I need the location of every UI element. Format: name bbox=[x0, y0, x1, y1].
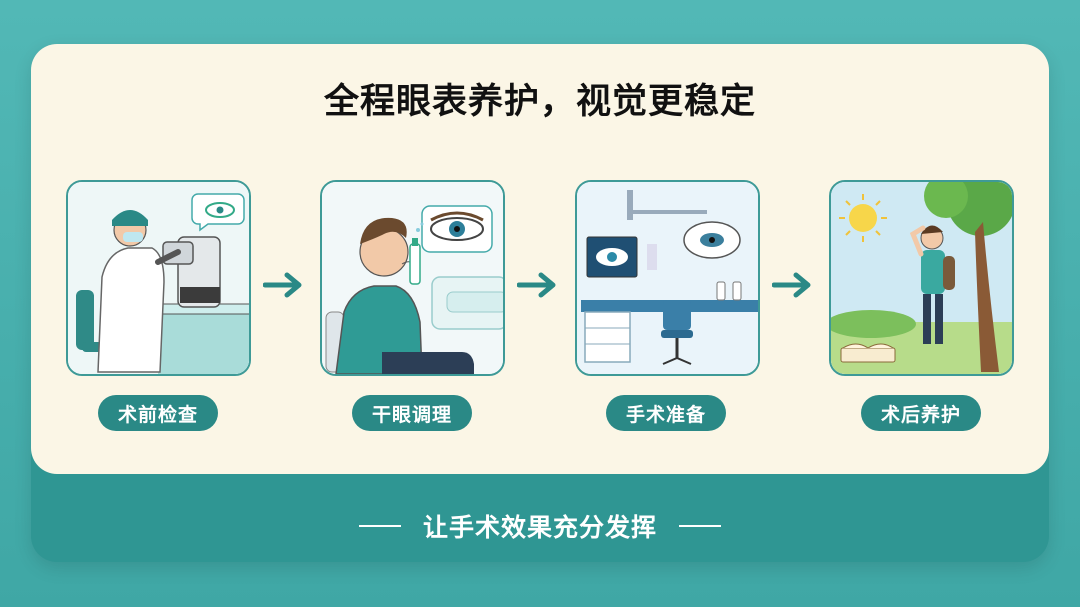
eye-drops-icon bbox=[322, 182, 503, 374]
step-1-illustration bbox=[66, 180, 251, 376]
footer-text: 让手术效果充分发挥 bbox=[422, 513, 657, 542]
arrow-right-icon-3 bbox=[772, 272, 811, 298]
footer-dash-left bbox=[358, 525, 401, 527]
step-3-illustration bbox=[575, 180, 760, 376]
eye-exam-icon bbox=[68, 182, 249, 374]
step-label-surgery-prep: 手术准备 bbox=[606, 395, 726, 431]
arrow-right-icon-2 bbox=[517, 272, 556, 298]
step-4-illustration bbox=[829, 180, 1014, 376]
step-label-pre-op-exam: 术前检查 bbox=[98, 395, 218, 431]
footer-caption: 让手术效果充分发挥 bbox=[0, 504, 1080, 548]
footer-dash-right bbox=[679, 525, 721, 527]
step-label-dry-eye-care: 干眼调理 bbox=[352, 395, 472, 431]
step-label-post-op-care: 术后养护 bbox=[861, 395, 981, 431]
outdoor-care-icon bbox=[831, 182, 1012, 374]
page-title: 全程眼表养护，视觉更稳定 bbox=[323, 82, 756, 122]
arrow-right-icon-1 bbox=[263, 272, 302, 298]
step-2-illustration bbox=[320, 180, 505, 376]
surgery-room-icon bbox=[577, 182, 758, 374]
